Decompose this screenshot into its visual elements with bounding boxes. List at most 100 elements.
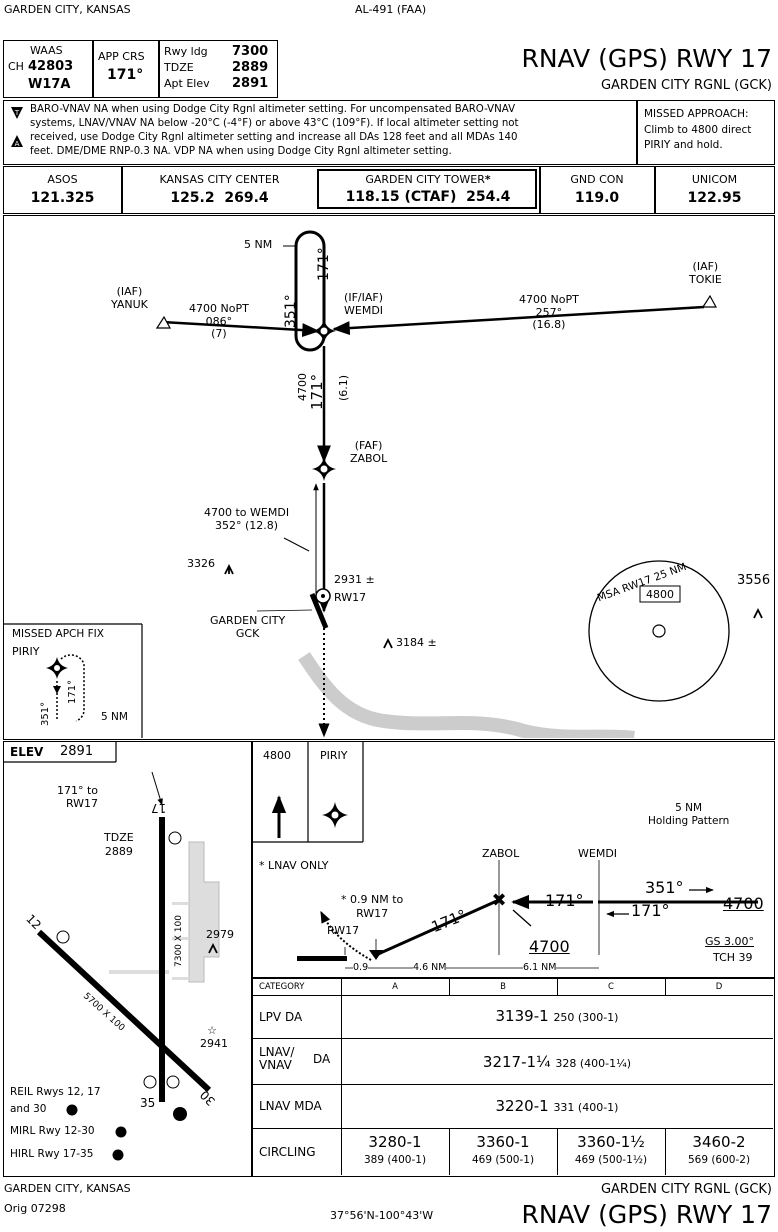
footer-coords: 37°56'N-100°43'W xyxy=(330,1209,434,1222)
obstacle-3556-icon xyxy=(753,607,763,619)
profile-course-171: 171° xyxy=(545,891,584,910)
note-line-2: systems, LNAV/VNAV NA below -20°C (-4°F)… xyxy=(30,118,519,129)
tokie-leg-label: 4700 NoPT 257° (16.8) xyxy=(519,293,579,332)
comm-name-center: KANSAS CITY CENTER xyxy=(159,173,280,186)
apt-elev-value: 2891 xyxy=(232,76,269,91)
profile-piriy-fix-icon xyxy=(322,802,348,828)
waas-id: W17A xyxy=(28,77,71,92)
svg-text:✖: ✖ xyxy=(491,890,506,911)
comm-name-asos: ASOS xyxy=(47,173,78,186)
svg-text:A: A xyxy=(15,140,20,148)
tch: TCH 39 xyxy=(713,951,753,964)
lpv-minimums: 3139-1 250 (300-1) xyxy=(495,1007,619,1025)
dist-0-9: 0.9 xyxy=(353,962,369,973)
ch-label: CH xyxy=(8,60,24,73)
missed-hold-outbound: 171° xyxy=(67,679,78,704)
lighting-line-1: REIL Rwys 12, 17 xyxy=(10,1086,101,1098)
yanuk-fix-icon xyxy=(155,315,172,329)
obstacle-3326: 3326 xyxy=(187,557,215,570)
lnav-only-note: * LNAV ONLY xyxy=(259,859,329,872)
msa-center-icon xyxy=(652,624,666,638)
circling-c-sub: 469 (500-1½) xyxy=(574,1154,648,1166)
procedure-title: RNAV (GPS) RWY 17 xyxy=(521,44,772,73)
plan-view-drawing xyxy=(4,230,763,738)
lighting-line-4: HIRL Rwy 17-35 xyxy=(10,1148,94,1160)
missed-fix-title: MISSED APCH FIX xyxy=(12,628,104,640)
dist-4-6: 4.6 NM xyxy=(413,962,447,973)
airport-title: GARDEN CITY RGNL (GCK) xyxy=(600,78,772,93)
minimums-table: CATEGORY A B C D LPV DA 3139-1 250 (300-… xyxy=(252,977,775,1177)
comm-name-tower: GARDEN CITY TOWER* xyxy=(365,173,491,186)
circling-b: 3360-1 xyxy=(476,1133,530,1151)
tokie-leg xyxy=(332,305,705,336)
app-crs-label: APP CRS xyxy=(98,50,145,63)
yanuk-label: (IAF) YANUK xyxy=(111,285,148,311)
ch-value: 42803 xyxy=(28,59,74,74)
min-header-c: C xyxy=(608,982,614,992)
circling-a-sub: 389 (400-1) xyxy=(363,1154,427,1166)
elev-value: 2891 xyxy=(60,744,94,759)
profile-view: ✖ 4800 PIRIY 5 NM Holding Pattern * LNAV… xyxy=(252,741,775,979)
river xyxy=(298,652,635,738)
obstacle-2931: 2931 ± xyxy=(334,573,375,586)
zabol-label: (FAF) ZABOL xyxy=(350,439,388,465)
min-header-a: A xyxy=(392,982,398,992)
circling-a: 3280-1 xyxy=(368,1133,422,1151)
missed-approach-line3: PIRIY and hold. xyxy=(644,139,723,151)
min-header-category: CATEGORY xyxy=(259,982,305,992)
profile-zabol: ZABOL xyxy=(482,847,520,860)
yanuk-leg-label: 4700 NoPT 086° (7) xyxy=(189,302,249,341)
hold-inbound-course: 351° xyxy=(283,294,299,328)
rwy-35-label: 35 xyxy=(140,1096,156,1110)
runway-plan xyxy=(309,593,329,629)
note-line-1: BARO-VNAV NA when using Dodge City Rgnl … xyxy=(30,104,516,115)
piriy-fix-icon xyxy=(46,657,68,679)
final-altitude: 4700 xyxy=(296,373,309,401)
rwy-17-dims: 7300 X 100 xyxy=(174,915,184,967)
svg-text:T: T xyxy=(14,109,20,117)
final-course: 171° xyxy=(308,373,326,410)
rwy-ldg-value: 7300 xyxy=(232,44,269,59)
rw17-label: RW17 xyxy=(334,591,367,604)
waas-label: WAAS xyxy=(30,44,63,57)
missed-hold-distance: 5 NM xyxy=(101,711,128,723)
profile-rw17: RW17 xyxy=(327,924,360,937)
chart-id: AL-491 (FAA) xyxy=(355,3,427,16)
papi-icon xyxy=(173,1107,187,1121)
lnav-label: LNAV MDA xyxy=(259,1099,322,1113)
baro-restriction-icon: T xyxy=(11,107,23,119)
glidepath xyxy=(375,898,500,957)
comm-name-unicom: UNICOM xyxy=(691,173,738,186)
footer-title: RNAV (GPS) RWY 17 xyxy=(521,1200,772,1229)
circling-c: 3360-1½ xyxy=(577,1133,645,1151)
profile-hold-351: 351° xyxy=(645,878,684,897)
diagram-tdze: TDZE 2889 xyxy=(104,831,134,858)
rwy-ldg-label: Rwy ldg xyxy=(164,45,208,58)
missed-hold-pattern xyxy=(60,654,85,722)
lnav-vnav-da: DA xyxy=(313,1052,331,1066)
diagram-obstacle-2979: 2979 xyxy=(206,928,234,941)
profile-altitude-box: 4800 xyxy=(263,749,291,762)
lnav-minimums: 3220-1 331 (400-1) xyxy=(495,1097,619,1115)
missed-approach-line2: Climb to 4800 direct xyxy=(644,124,752,136)
comm-freq-asos: 121.325 xyxy=(30,190,95,206)
circling-label: CIRCLING xyxy=(259,1145,316,1159)
apt-elev-label: Apt Elev xyxy=(164,77,210,90)
missed-hold-inbound: 351° xyxy=(40,701,51,726)
comm-strip: ASOS 121.325 KANSAS CITY CENTER 125.2 26… xyxy=(3,166,775,214)
profile-runway xyxy=(297,956,347,961)
profile-hold-note: 5 NM Holding Pattern xyxy=(648,802,730,828)
piriy-label: PIRIY xyxy=(12,645,40,658)
footer-location: GARDEN CITY, KANSAS xyxy=(4,1182,131,1195)
lnav-vnav-minimums: 3217-1¼ 328 (400-1¼) xyxy=(482,1053,632,1071)
tokie-fix-icon xyxy=(701,294,718,308)
tdze-label: TDZE xyxy=(164,61,194,74)
footer-airport: GARDEN CITY RGNL (GCK) xyxy=(600,1182,772,1197)
wemdi-fix-icon xyxy=(312,319,336,343)
profile-piriy-label: PIRIY xyxy=(320,749,348,762)
profile-drawing: ✖ xyxy=(253,742,758,969)
svg-text:☆: ☆ xyxy=(207,1024,217,1037)
obstacle-3184-icon xyxy=(383,637,393,649)
alternate-minimums-icon: A xyxy=(11,135,23,148)
profile-wemdi: WEMDI xyxy=(578,847,618,860)
